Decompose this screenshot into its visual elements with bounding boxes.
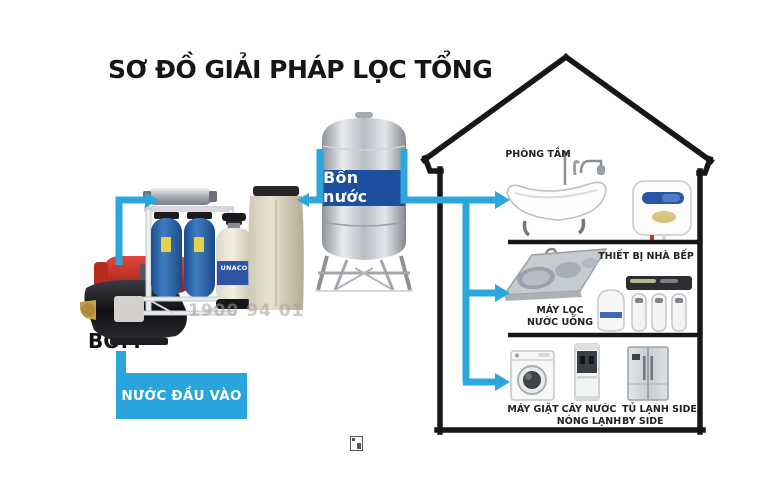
- washer-image: [510, 348, 556, 402]
- dispenser-label: CÂY NƯỚC NÓNG LẠNH: [556, 404, 622, 428]
- ro-filter-art: [597, 276, 692, 332]
- filter-column-image: [142, 185, 238, 320]
- composite-filter-art: [216, 213, 252, 309]
- hotline-watermark: 1900 94 01: [188, 301, 305, 321]
- ro-filter-image: [594, 274, 696, 334]
- composite-filter-brand-label: UNACO: [220, 264, 248, 272]
- storage-tank-image: [313, 110, 415, 292]
- softener-image: [246, 186, 306, 316]
- sink-art: [502, 247, 608, 301]
- fridge-label: TỦ LẠNH SIDE BY SIDE: [622, 404, 697, 428]
- water-heater-art: [632, 180, 692, 242]
- input-water-label: NƯỚC ĐẦU VÀO: [121, 388, 242, 404]
- dispenser-image: [572, 338, 602, 402]
- composite-filter-image: [213, 211, 255, 313]
- fridge-art: [627, 346, 669, 401]
- kitchen-label: THIẾT BỊ NHÀ BẾP: [598, 251, 694, 262]
- fridge-image: [627, 346, 669, 402]
- bathroom-label: PHÒNG TẮM: [505, 149, 571, 160]
- washer-art: [510, 350, 555, 401]
- dispenser-art: [574, 343, 600, 401]
- input-water-box: NƯỚC ĐẦU VÀO: [116, 373, 247, 419]
- softener-art: [248, 186, 304, 310]
- water-heater-image: [632, 180, 694, 242]
- filter-column-art: [142, 188, 236, 316]
- input-water-pipe-stub: [116, 351, 126, 375]
- storage-tank-art: [315, 112, 413, 292]
- small-placeholder-icon: [350, 436, 363, 451]
- sink-image: [502, 243, 608, 315]
- storage-tank-label: Bồn nước: [323, 168, 368, 206]
- washer-label: MÁY GIẶT: [507, 404, 559, 415]
- drinking-filter-label: MÁY LỌC NƯỚC UỐNG: [526, 305, 593, 329]
